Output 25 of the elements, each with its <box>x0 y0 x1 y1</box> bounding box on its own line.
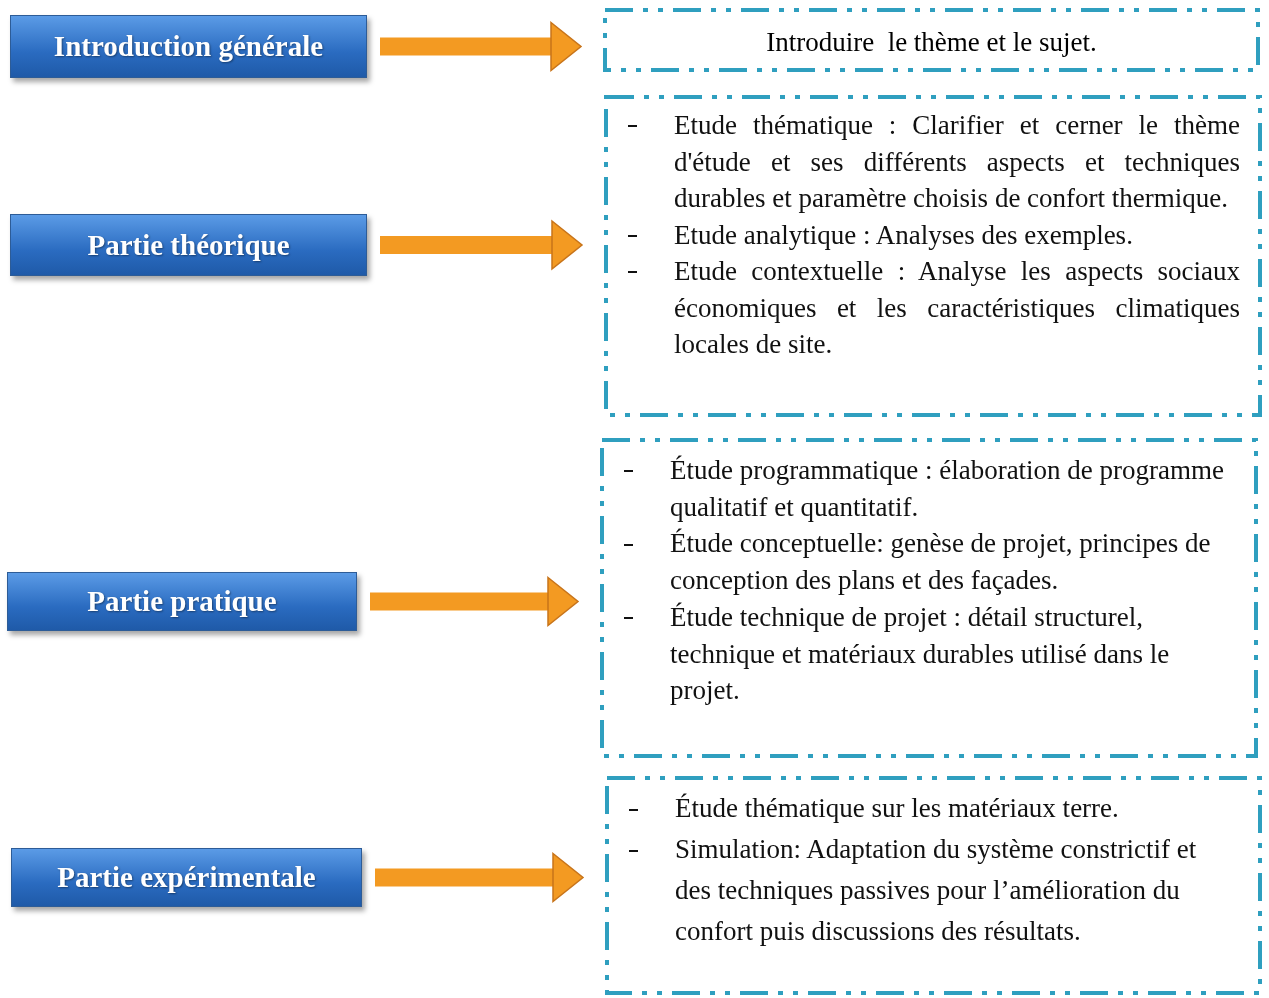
section-title-box <box>11 848 362 907</box>
section-title-box <box>10 214 367 276</box>
list-item: Étude programmatique : élaboration de programme qualitatif et quantitatif. <box>670 452 1238 526</box>
list-item: Étude thématique sur les matériaux terre. <box>675 788 1222 829</box>
section-title: Partie pratique <box>87 585 277 618</box>
description-box <box>600 438 1258 758</box>
section-title: Partie expérimentale <box>57 861 316 894</box>
description-box <box>603 8 1260 72</box>
section-title: Introduction générale <box>53 30 324 63</box>
block-arrow <box>380 220 583 270</box>
description-box <box>604 95 1262 417</box>
list-item: Etude analytique : Analyses des exemples. <box>674 216 1240 253</box>
section-title-box <box>7 572 357 631</box>
block-arrow <box>375 852 584 903</box>
list-item: Simulation: Adaptation du système constrictif et des techniques passives pour l’amélioration du confort puis discussions des résultats. <box>675 829 1222 952</box>
section-title: Partie théorique <box>87 228 290 262</box>
description-box <box>605 776 1262 995</box>
block-arrow <box>380 21 582 72</box>
description-text: Introduire le thème et le sujet. <box>765 26 1098 59</box>
list-item: Étude conceptuelle: genèse de projet, principes de conception des plans et des façades. <box>670 525 1238 599</box>
section-title-box <box>10 15 367 78</box>
list-item: Étude technique de projet : détail structurel, technique et matériaux durables utilisé dans le projet. <box>670 598 1238 709</box>
list-item: Etude contextuelle : Analyse les aspects sociaux économiques et les caractéristiques climatiques locales de site. <box>674 253 1240 363</box>
list-item: Etude thématique : Clarifier et cerner le thème d'étude et ses différents aspects et techniques durables et paramètre choisis de confort thermique. <box>674 107 1240 217</box>
block-arrow <box>370 576 579 627</box>
